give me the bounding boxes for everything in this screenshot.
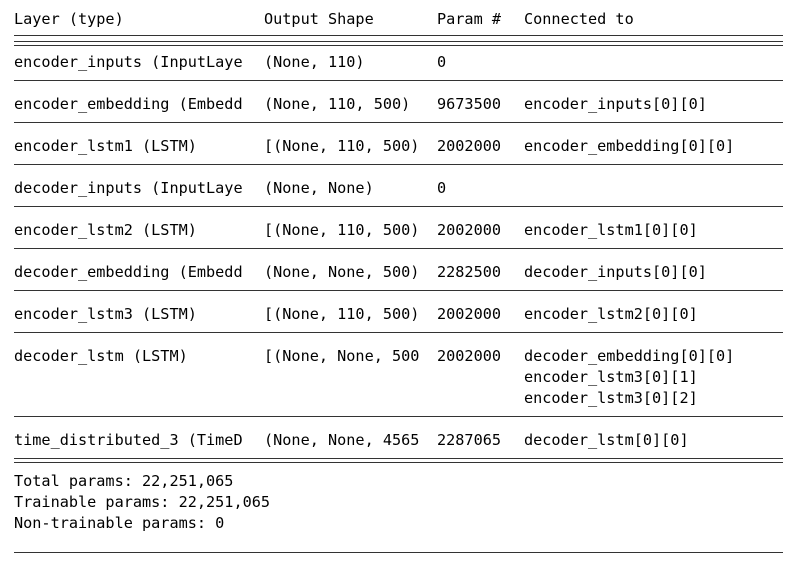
output-shape: [(None, 110, 500)	[264, 305, 420, 323]
header-row: Layer (type) Output Shape Param # Connec…	[14, 9, 634, 30]
layer-name: encoder_inputs (InputLaye	[14, 53, 243, 71]
output-shape: [(None, 110, 500)	[264, 137, 420, 155]
layer-name: encoder_lstm1 (LSTM)	[14, 137, 197, 155]
connected-to: encoder_lstm3[0][2]	[524, 389, 698, 407]
connected-to: decoder_inputs[0][0]	[524, 263, 707, 281]
footer-double-rule	[14, 458, 783, 463]
param-count: 0	[437, 179, 447, 197]
header-param-count: Param #	[437, 10, 502, 28]
connected-to: encoder_lstm1[0][0]	[524, 221, 698, 239]
param-count: 2002000	[437, 347, 502, 365]
output-shape: (None, None, 4565	[264, 431, 420, 449]
layer-name: decoder_lstm (LSTM)	[14, 347, 188, 365]
param-count: 2002000	[437, 221, 502, 239]
param-count: 2002000	[437, 137, 502, 155]
header-double-rule	[14, 41, 783, 46]
connected-to: encoder_embedding[0][0]	[524, 137, 735, 155]
row-divider	[14, 332, 783, 333]
param-count: 2002000	[437, 305, 502, 323]
param-count: 2282500	[437, 263, 502, 281]
output-shape: (None, None, 500)	[264, 263, 420, 281]
layer-name: encoder_lstm3 (LSTM)	[14, 305, 197, 323]
row-divider	[14, 248, 783, 249]
connected-to: encoder_inputs[0][0]	[524, 95, 707, 113]
param-count: 2287065	[437, 431, 502, 449]
output-shape: [(None, 110, 500)	[264, 221, 420, 239]
layer-name: decoder_inputs (InputLaye	[14, 179, 243, 197]
output-shape: [(None, None, 500	[264, 347, 420, 365]
non-trainable-params: Non-trainable params: 0	[14, 514, 225, 532]
output-shape: (None, None)	[264, 179, 374, 197]
connected-to: decoder_lstm[0][0]	[524, 431, 689, 449]
output-shape: (None, 110)	[264, 53, 365, 71]
row-divider	[14, 164, 783, 165]
layer-name: encoder_lstm2 (LSTM)	[14, 221, 197, 239]
layer-name: time_distributed_3 (TimeD	[14, 431, 243, 449]
output-shape: (None, 110, 500)	[264, 95, 411, 113]
param-count: 9673500	[437, 95, 502, 113]
header-top-rule	[14, 35, 783, 36]
row-divider	[14, 416, 783, 417]
header-connected-to: Connected to	[524, 10, 634, 28]
param-count: 0	[437, 53, 447, 71]
header-output-shape: Output Shape	[264, 10, 374, 28]
total-params: Total params: 22,251,065	[14, 472, 234, 490]
trainable-params: Trainable params: 22,251,065	[14, 493, 271, 511]
layer-name: decoder_embedding (Embedd	[14, 263, 243, 281]
connected-to: encoder_lstm2[0][0]	[524, 305, 698, 323]
connected-to: encoder_lstm3[0][1]	[524, 368, 698, 386]
header-layer: Layer (type)	[14, 10, 124, 28]
row-divider	[14, 80, 783, 81]
layer-name: encoder_embedding (Embedd	[14, 95, 243, 113]
connected-to: decoder_embedding[0][0]	[524, 347, 735, 365]
row-divider	[14, 206, 783, 207]
footer-bottom-rule	[14, 552, 783, 553]
row-divider	[14, 122, 783, 123]
row-divider	[14, 290, 783, 291]
